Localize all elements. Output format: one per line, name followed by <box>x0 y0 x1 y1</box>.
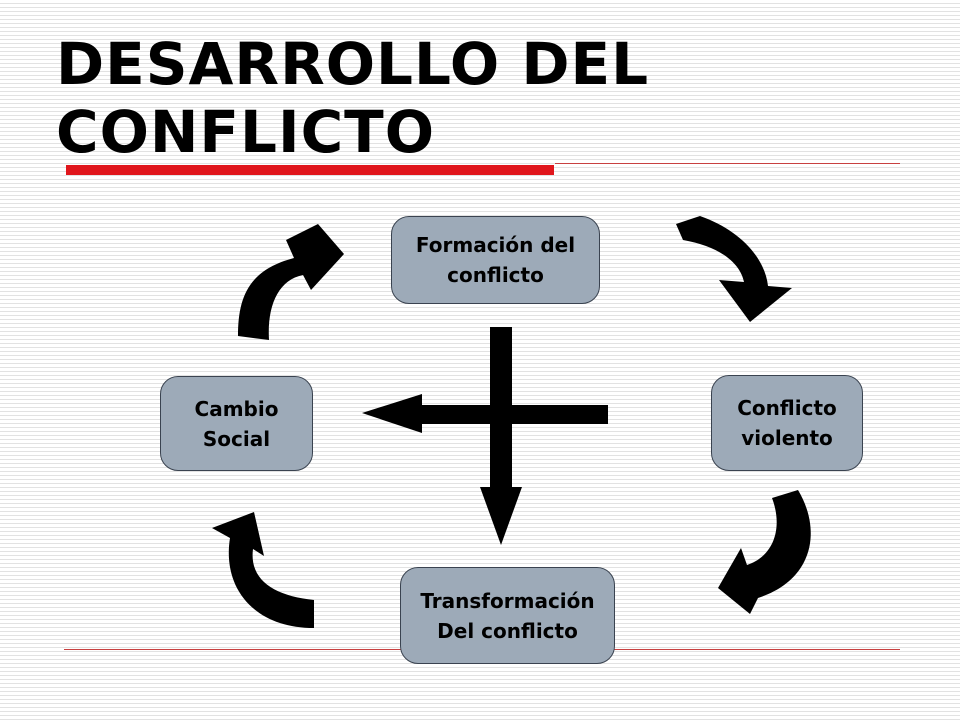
cross-horizontal-bar <box>420 405 608 424</box>
arrow-left-head <box>362 394 422 433</box>
node-cambio-social: Cambio Social <box>160 376 313 471</box>
arrow-down-head <box>480 487 522 545</box>
curved-arrow-top-right <box>676 216 792 322</box>
node-formacion-conflicto: Formación del conflicto <box>391 216 600 304</box>
node-conflicto-violento: Conflicto violento <box>711 375 863 471</box>
title-underline-thin <box>555 163 900 164</box>
node-transformacion-conflicto: Transformación Del conflicto <box>400 567 615 664</box>
curved-arrow-top-left <box>238 224 344 340</box>
curved-arrow-bottom-left <box>212 512 314 628</box>
curved-arrow-bottom-right <box>718 490 811 614</box>
slide-title: DESARROLLO DEL CONFLICTO <box>56 30 650 166</box>
cross-vertical-bar <box>490 327 512 489</box>
title-underline-accent <box>66 165 554 175</box>
